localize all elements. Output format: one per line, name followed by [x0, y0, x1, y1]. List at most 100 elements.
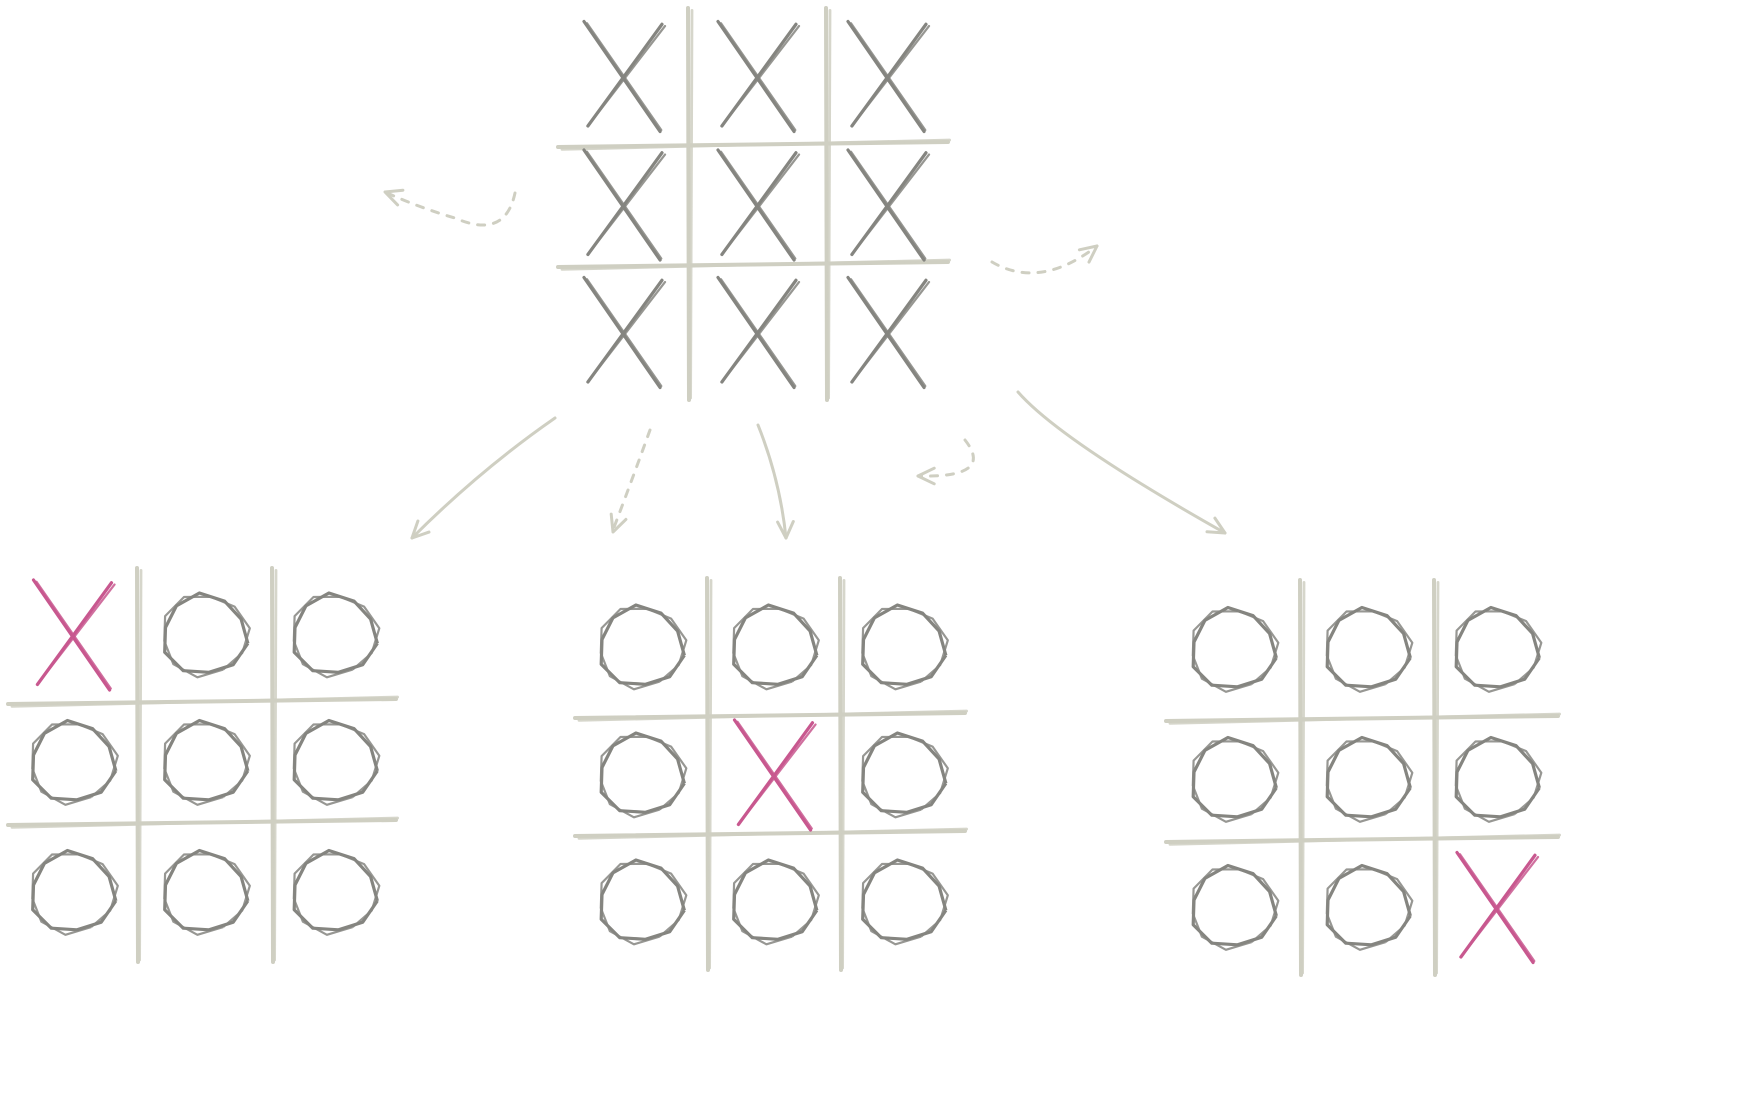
- arrow-dashed-upper-left-shaft: [383, 190, 517, 227]
- cell-child-2-2-o-mark-loop-b: [861, 607, 949, 691]
- arrow-to-child-2: [756, 423, 795, 540]
- cell-child-1-4-o-mark-loop-b: [163, 723, 251, 806]
- cell-root-2-x-mark-diag-b-stroke: [851, 24, 931, 126]
- grid-line-horizontal-1-stroke: [577, 709, 968, 722]
- cell-root-2-x-mark: [846, 19, 931, 134]
- grid-line-vertical-1: [705, 576, 710, 972]
- cell-child-2-2-o-mark: [861, 603, 949, 691]
- cell-child-3-0-o-mark: [1191, 605, 1280, 693]
- cell-child-3-6-o-mark: [1191, 863, 1280, 951]
- cell-child-2-5-o-mark-loop-b: [861, 735, 949, 819]
- grid-line-vertical-2-stroke: [841, 579, 846, 970]
- grid-line-vertical-1: [135, 566, 140, 964]
- cell-root-4-x-mark: [716, 148, 801, 262]
- arrow-to-child-1: [410, 416, 557, 540]
- board-child-1: [6, 566, 400, 964]
- cell-child-3-4-o-mark-loop-b: [1325, 740, 1414, 823]
- arrow-dashed-upper-left: [383, 188, 517, 227]
- cell-child-3-3-o-mark: [1191, 735, 1280, 823]
- grid-line-vertical-2: [838, 576, 843, 972]
- board-root: [556, 6, 951, 402]
- board-child-2: [573, 576, 968, 972]
- cell-child-3-6-o-mark-loop-b: [1191, 868, 1280, 951]
- grid-line-vertical-2: [1432, 578, 1437, 977]
- cell-child-3-5-o-mark-loop-b: [1454, 740, 1543, 823]
- cell-child-1-2-o-mark: [292, 591, 381, 679]
- grid-line-horizontal-1-stroke: [10, 695, 400, 708]
- cell-root-5-x-mark-diag-b-stroke: [851, 153, 931, 255]
- grid-line-horizontal-2-stroke: [10, 816, 400, 829]
- grid-line-vertical-2: [824, 6, 829, 402]
- cell-child-2-4-x-mark-diag-b-stroke: [738, 723, 817, 825]
- cell-child-1-8-o-mark: [292, 848, 381, 936]
- cell-child-2-7-o-mark: [732, 858, 820, 946]
- cell-root-7-x-mark: [716, 275, 801, 390]
- cell-child-2-0-o-mark: [599, 603, 688, 691]
- cell-child-2-0-o-mark-loop-b: [599, 607, 688, 691]
- grid-line-horizontal-1-stroke: [560, 138, 951, 151]
- arrow-to-child-3-shaft: [1016, 390, 1227, 535]
- cell-root-8-x-mark-diag-b-stroke: [851, 280, 931, 382]
- cell-root-7-x-mark-diag-b-stroke: [721, 280, 801, 382]
- cell-child-1-3-o-mark: [31, 718, 119, 806]
- arrows-layer: [383, 188, 1227, 540]
- cell-child-2-1-o-mark-loop-b: [732, 607, 820, 691]
- grid-line-vertical-1-stroke: [689, 8, 694, 400]
- cell-child-2-8-o-mark: [861, 858, 949, 946]
- arrow-dashed-left-down: [609, 428, 652, 534]
- cell-root-1-x-mark: [716, 19, 801, 134]
- cell-child-1-6-o-mark-loop-b: [31, 853, 119, 936]
- cell-child-3-3-o-mark-loop-b: [1191, 740, 1280, 823]
- cell-child-3-8-x-mark: [1455, 850, 1540, 965]
- cell-root-4-x-mark-diag-b-stroke: [721, 153, 801, 255]
- cell-child-1-0-x-mark: [31, 578, 116, 692]
- grid-line-horizontal-2-stroke: [1168, 833, 1561, 846]
- arrow-dashed-upper-right-shaft: [990, 244, 1099, 275]
- arrow-dashed-curl-shaft: [916, 438, 975, 478]
- cell-child-1-4-o-mark: [163, 718, 251, 806]
- cell-child-1-5-o-mark-loop-b: [292, 723, 381, 806]
- grid-line-vertical-2-stroke: [273, 569, 278, 962]
- grid-line-vertical-1-stroke: [708, 579, 713, 970]
- cell-child-3-4-o-mark: [1325, 735, 1414, 823]
- cell-root-8-x-mark: [846, 275, 931, 390]
- cell-child-1-8-o-mark-loop-b: [292, 853, 381, 936]
- arrow-dashed-upper-left-head: [383, 188, 405, 207]
- cell-child-2-5-o-mark: [861, 731, 949, 819]
- cell-child-1-2-o-mark-loop-b: [292, 595, 381, 679]
- cell-root-6-x-mark: [582, 275, 667, 390]
- cell-root-0-x-mark: [582, 19, 667, 134]
- cell-child-3-0-o-mark-loop-b: [1191, 610, 1280, 693]
- arrow-dashed-left-down-shaft: [611, 428, 652, 532]
- cell-root-1-x-mark-diag-b-stroke: [721, 24, 801, 126]
- grid-line-vertical-2: [270, 566, 275, 964]
- cell-child-3-2-o-mark-loop-b: [1454, 610, 1543, 693]
- cell-child-1-1-o-mark: [163, 591, 251, 679]
- boards-layer: [6, 6, 1561, 977]
- cell-child-3-7-o-mark: [1325, 863, 1414, 951]
- cell-child-3-1-o-mark: [1325, 605, 1414, 693]
- cell-child-1-7-o-mark: [163, 848, 251, 936]
- arrow-dashed-curl: [916, 438, 975, 486]
- arrow-to-child-1-head: [410, 519, 431, 540]
- cell-child-2-3-o-mark: [599, 731, 688, 819]
- arrow-dashed-curl-head: [916, 466, 936, 486]
- cell-child-1-7-o-mark-loop-b: [163, 853, 251, 936]
- cell-child-2-6-o-mark-loop-b: [599, 862, 688, 946]
- grid-line-vertical-1: [686, 6, 691, 402]
- cell-child-3-7-o-mark-loop-b: [1325, 868, 1414, 951]
- cell-child-1-1-o-mark-loop-b: [163, 595, 251, 679]
- cell-root-5-x-mark: [846, 148, 931, 262]
- cell-child-2-4-x-mark: [732, 718, 817, 832]
- grid-line-horizontal-1-stroke: [1168, 712, 1561, 725]
- cell-child-3-1-o-mark-loop-b: [1325, 610, 1414, 693]
- arrow-to-child-2-shaft: [756, 423, 788, 540]
- arrow-dashed-upper-right: [990, 244, 1099, 275]
- arrow-to-child-3-head: [1205, 516, 1227, 535]
- cell-child-1-6-o-mark: [31, 848, 119, 936]
- cell-root-3-x-mark: [582, 148, 667, 262]
- arrow-dashed-left-down-head: [609, 512, 628, 534]
- cell-child-1-0-x-mark-diag-b-stroke: [37, 583, 116, 685]
- grid-line-horizontal-2-stroke: [577, 827, 968, 840]
- cell-child-2-8-o-mark-loop-b: [861, 862, 949, 946]
